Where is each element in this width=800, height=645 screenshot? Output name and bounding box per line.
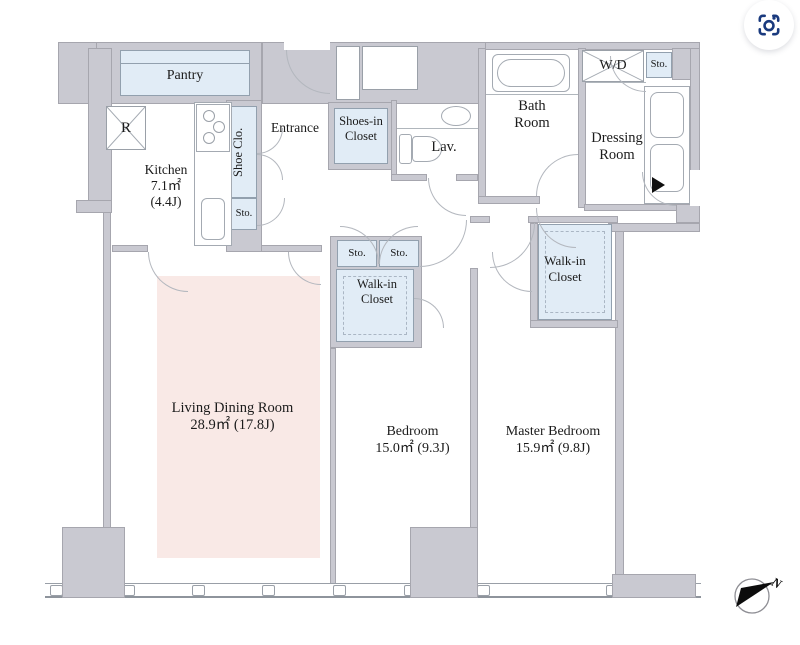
pillar [410,527,478,598]
toilet-tank-icon [399,134,412,164]
hall-storage-label-2: Sto. [390,247,408,259]
hall-storage-label-1: Sto. [348,247,366,259]
pipe-space [362,46,418,90]
vanity-sink-icon [650,92,684,138]
shoes-in-closet-box [334,108,388,164]
kitchen-sink-icon [201,198,225,240]
living-room-floor [157,276,320,558]
wd-storage-label: Sto. [650,59,668,70]
pillar [62,527,125,598]
window-marker [262,585,275,596]
north-arrow-icon: N [734,574,785,614]
walk-in-closet-bedroom-box [336,269,414,342]
entry-arrow-icon [652,177,665,193]
wall-segment [456,174,478,181]
wd-label: W/D [599,58,627,73]
pipe-space [336,46,360,100]
wall-segment [103,212,111,532]
window-band [45,583,701,598]
pantry-shelf-line [121,63,249,64]
shoe-closet-storage-box [231,198,257,230]
window-marker [192,585,205,596]
bathtub-inner [497,59,565,87]
toilet-bowl-icon [412,136,442,162]
pantry-cabinet [120,50,250,96]
wd-storage-box [646,52,672,78]
wall-segment [330,348,336,584]
door-arc [148,252,188,292]
wd-partition-line [586,82,646,83]
refrigerator-icon [106,106,146,150]
wall-segment [470,268,478,528]
wall-segment [470,216,490,223]
wall-segment [672,48,692,80]
wall-segment [478,48,486,204]
basin-icon [441,106,471,126]
wall-segment [391,174,427,181]
wall-segment [391,100,397,181]
bath-floor-line [486,94,578,95]
window-marker [477,585,490,596]
shoe-storage-label: Sto. [235,208,253,219]
front-door-gap [284,42,330,50]
lens-search-button[interactable] [744,0,794,50]
pillar [612,574,696,598]
stove-burner [203,110,215,122]
window-marker [333,585,346,596]
lens-icon [758,14,780,36]
door-arc [420,220,467,267]
lav-counter-line [397,128,478,129]
wall-segment [112,245,148,252]
pantry-label: Pantry [166,68,204,83]
lavatory-label: Lav. [431,139,457,155]
wall-segment [530,320,618,328]
side-door-gap [690,170,700,206]
door-arc [257,154,283,180]
wall-segment [676,204,700,223]
door-arc [414,298,444,328]
wall-segment [76,200,112,213]
closet-shelf-outline [343,276,407,335]
wall-segment [478,196,540,204]
compass-n-label: N [768,574,785,592]
door-arc [257,198,285,226]
door-arc [428,178,466,216]
stove-burner [213,121,225,133]
shoe-closet-label: Shoe Clo. [231,127,245,177]
stove-burner [203,132,215,144]
entrance-label: Entrance [271,120,319,135]
refrigerator-label: R [120,120,131,136]
wall-segment [615,231,624,578]
wall-segment [578,48,586,208]
